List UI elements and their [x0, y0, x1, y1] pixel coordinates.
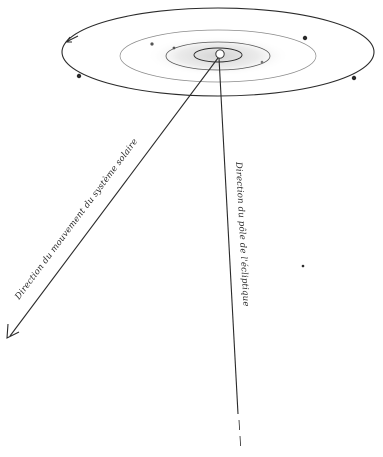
planet-third-left [173, 47, 176, 50]
sun [216, 50, 224, 58]
ecliptic-pole-dash-1 [239, 420, 240, 430]
planet-third-right [261, 61, 264, 64]
planet-outer-right [352, 76, 356, 80]
planet-second-left [150, 42, 153, 45]
ecliptic-pole-dash-2 [240, 436, 241, 446]
ecliptic-pole-line [219, 58, 238, 414]
label-ecliptic-pole: Direction du pôle de l'écliptique [233, 161, 252, 307]
planet-outer-top-right [303, 36, 307, 40]
solar-motion-line [10, 58, 218, 336]
marker-dot [302, 265, 305, 268]
label-solar-motion: Direction du mouvement du système solair… [12, 136, 140, 302]
planet-outer-left [77, 74, 81, 78]
